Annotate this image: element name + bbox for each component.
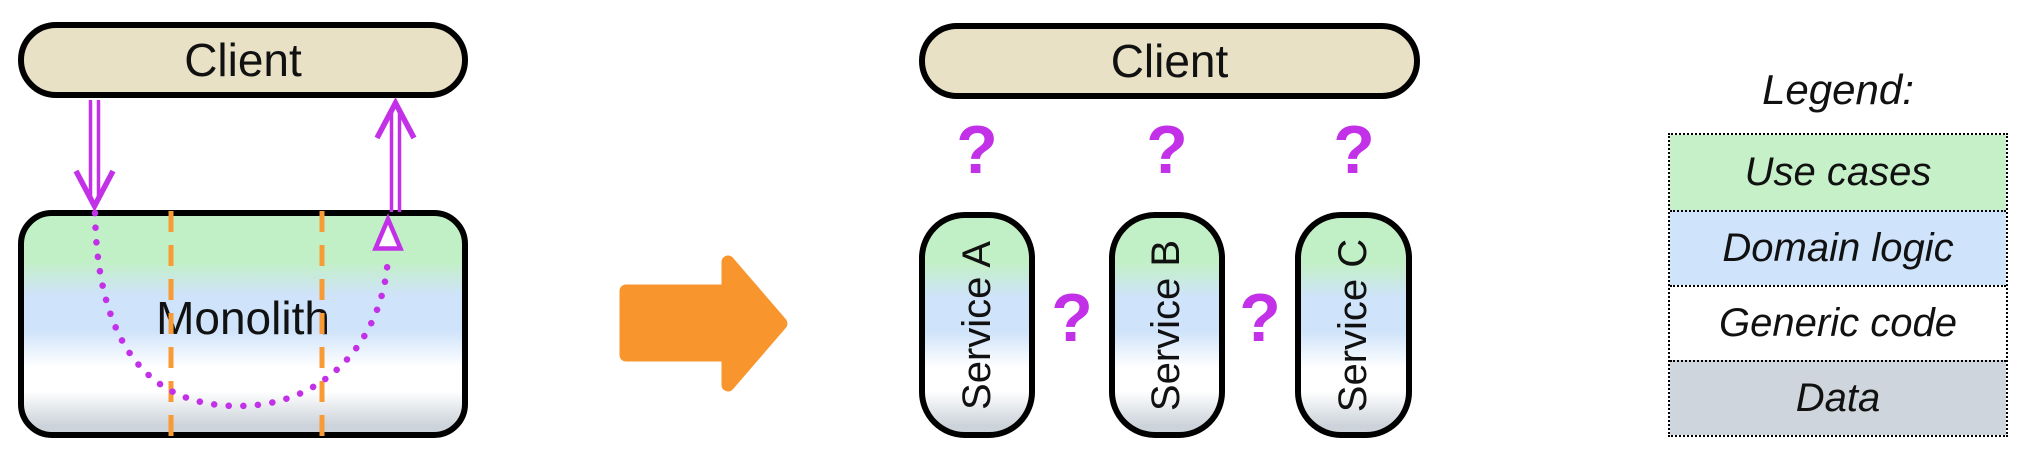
monolith-box: Monolith xyxy=(18,210,468,438)
client-request-arrow xyxy=(73,100,116,212)
legend-row-domain-logic: Domain logic xyxy=(1670,210,2006,285)
legend-label-data: Data xyxy=(1795,376,1881,420)
legend-row-generic-code: Generic code xyxy=(1670,285,2006,360)
service-c-box: Service C xyxy=(1295,212,1412,438)
left-client-label: Client xyxy=(184,34,302,86)
question-mark-client-service-a: ? xyxy=(956,112,998,188)
service-b-label: Service B xyxy=(1144,239,1189,411)
service-a-label: Service A xyxy=(954,240,999,410)
client-response-arrow xyxy=(374,97,417,212)
service-a-box: Service A xyxy=(919,212,1035,438)
legend-row-data: Data xyxy=(1670,360,2006,435)
legend-label-use-cases: Use cases xyxy=(1744,150,1932,194)
monolith-label: Monolith xyxy=(156,292,330,344)
legend-title: Legend: xyxy=(1762,66,1914,113)
service-c-label: Service C xyxy=(1331,238,1376,412)
question-mark-client-service-c: ? xyxy=(1333,112,1375,188)
right-client-box: Client xyxy=(919,23,1420,99)
legend-row-use-cases: Use cases xyxy=(1670,135,2006,210)
legend-label-domain-logic: Domain logic xyxy=(1722,226,1954,270)
question-mark-service-b-c: ? xyxy=(1239,280,1281,356)
transform-arrow xyxy=(619,255,788,392)
left-client-box: Client xyxy=(18,22,468,98)
right-client-label: Client xyxy=(1110,35,1229,87)
legend-label-generic-code: Generic code xyxy=(1719,301,1957,345)
question-mark-client-service-b: ? xyxy=(1146,112,1188,188)
question-mark-service-a-b: ? xyxy=(1051,280,1093,356)
legend: Use cases Domain logic Generic code Data xyxy=(1668,133,2008,437)
service-b-box: Service B xyxy=(1109,212,1225,438)
